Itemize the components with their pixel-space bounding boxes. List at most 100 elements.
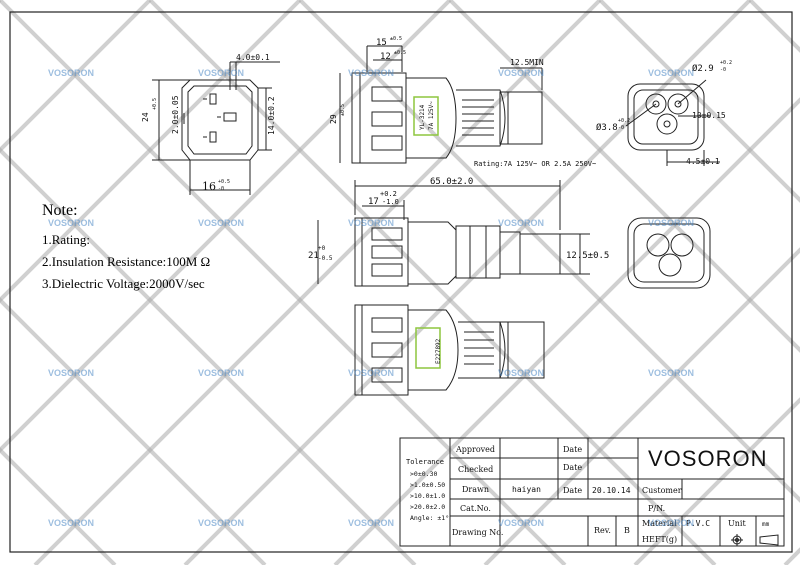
dim-21: 21 bbox=[308, 251, 319, 261]
lattice-line bbox=[483, 247, 800, 565]
watermark-text: VOSORON bbox=[48, 218, 94, 228]
title-block bbox=[399, 437, 785, 547]
watermark-text: VOSORON bbox=[198, 218, 244, 228]
lattice-line bbox=[0, 0, 452, 453]
watermark-text: VOSORON bbox=[348, 68, 394, 78]
dim-21-tol-up: +0 bbox=[318, 245, 326, 252]
tolerance-1: >0±0.30 bbox=[410, 470, 437, 478]
watermark-text: VOSORON bbox=[348, 368, 394, 378]
value-drawn-date: 20.10.14 bbox=[592, 486, 631, 495]
dim-12-5: 12.5±0.5 bbox=[566, 251, 609, 261]
dim-21-tol-dn: -0.5 bbox=[318, 255, 333, 262]
tolerance-3: >10.0±1.0 bbox=[410, 492, 445, 500]
body-mark-bottom: E227892 bbox=[435, 338, 442, 364]
dim-12: 12 bbox=[380, 52, 391, 62]
dim-17-tol-up: +0.2 bbox=[380, 190, 397, 198]
label-material: Material bbox=[642, 519, 677, 528]
dim-4-5: 4.5±0.1 bbox=[686, 157, 720, 166]
watermark-text: VOSORON bbox=[198, 68, 244, 78]
lattice-line bbox=[0, 0, 302, 303]
lattice-line bbox=[0, 0, 152, 153]
dim-width-16-tol-up: +0.5 bbox=[218, 179, 230, 185]
dim-phi-3-8: Ø3.8 bbox=[596, 122, 618, 133]
label-pn: P/N. bbox=[648, 504, 665, 513]
watermark-text: VOSORON bbox=[648, 368, 694, 378]
note-insulation: 2.Insulation Resistance:100M Ω bbox=[42, 254, 211, 269]
watermark-layer: VOSORON VOSORON VOSORON VOSORON VOSORON VOSOR… bbox=[48, 68, 694, 528]
tolerance-title: Tolerance bbox=[406, 458, 444, 466]
watermark-text: VOSORON bbox=[648, 518, 694, 528]
watermark-text: VOSORON bbox=[498, 368, 544, 378]
dim-inner-height: 14.0±0.2 bbox=[267, 96, 276, 135]
body-mark-box-top bbox=[413, 96, 439, 136]
label-unit: Unit bbox=[728, 519, 746, 528]
socket-front-view bbox=[625, 79, 720, 166]
dim-phi-2-9-tol-up: +0.2 bbox=[720, 60, 732, 66]
note-dielectric: 3.Dielectric Voltage:2000V/sec bbox=[42, 276, 205, 291]
lattice-line bbox=[298, 0, 800, 503]
body-mark-box-bottom bbox=[415, 327, 441, 369]
lattice-line bbox=[333, 97, 800, 565]
plug-side-view bbox=[339, 45, 543, 164]
dim-phi-2-9-tol-dn: -0 bbox=[720, 67, 726, 73]
dim-pin-width: 4.0±0.1 bbox=[236, 53, 270, 62]
dim-12-tol: ±0.5 bbox=[394, 50, 406, 56]
dim-height-24: 24 bbox=[141, 112, 150, 122]
label-date-2: Date bbox=[563, 463, 582, 472]
dim-width-16: 16 bbox=[202, 180, 216, 193]
dim-phi-3-8-tol-dn: -0 bbox=[618, 125, 624, 131]
plug-front-view bbox=[152, 61, 280, 195]
watermark-text: VOSORON bbox=[648, 68, 694, 78]
dim-12-5min: 12.5MIN bbox=[510, 58, 544, 67]
connector-side-view-bottom bbox=[354, 304, 545, 396]
dim-10: 10±0.15 bbox=[692, 111, 726, 120]
tolerance-5: Angle: ±1° bbox=[410, 514, 449, 522]
company-name: VOSORON bbox=[648, 446, 767, 471]
watermark-text: VOSORON bbox=[48, 518, 94, 528]
watermark-text: VOSORON bbox=[648, 218, 694, 228]
watermark-text: VOSORON bbox=[48, 68, 94, 78]
label-rev: Rev. bbox=[594, 526, 611, 535]
watermark-text: VOSORON bbox=[498, 518, 544, 528]
dim-17-tol-dn: -1.0 bbox=[382, 198, 399, 206]
dim-phi-2-9: Ø2.9 bbox=[692, 63, 714, 74]
value-drawn-by: haiyan bbox=[512, 485, 541, 494]
lattice-line bbox=[598, 0, 800, 203]
note-rating: 1.Rating: bbox=[42, 232, 91, 247]
label-heft: HEFT(g) bbox=[642, 535, 677, 544]
dim-pin-gap: 2.0±0.05 bbox=[171, 95, 180, 134]
dim-width-16-tol-dn: -0 bbox=[218, 186, 224, 192]
label-drawn: Drawn bbox=[462, 485, 489, 494]
watermark-text: VOSORON bbox=[498, 68, 544, 78]
dim-15-tol: ±0.5 bbox=[390, 36, 402, 42]
dim-29-tol: ±0.5 bbox=[340, 104, 346, 116]
tolerance-2: >1.0±0.50 bbox=[410, 481, 445, 489]
lattice-line bbox=[0, 147, 417, 565]
drawing-border bbox=[9, 11, 793, 553]
note-title: Note: bbox=[42, 202, 78, 219]
body-mark-top-1: YL-3214 bbox=[419, 104, 426, 130]
value-material: P.V.C bbox=[686, 519, 710, 528]
label-date-1: Date bbox=[563, 445, 582, 454]
label-cat-no: Cat.No. bbox=[460, 504, 491, 513]
connector-side-view-middle bbox=[317, 180, 590, 287]
label-date-3: Date bbox=[563, 486, 582, 495]
connector-end-view bbox=[627, 217, 711, 289]
value-rev: B bbox=[624, 526, 630, 535]
value-unit: mm bbox=[762, 521, 770, 528]
lattice-line bbox=[0, 447, 117, 565]
dim-17: 17 bbox=[368, 197, 379, 207]
tolerance-4: >20.0±2.0 bbox=[410, 503, 445, 511]
label-customer: Customer bbox=[642, 486, 682, 495]
dim-29: 29 bbox=[329, 114, 338, 124]
label-checked: Checked bbox=[458, 465, 493, 474]
rating-label: Rating:7A 125V~ OR 2.5A 250V~ bbox=[474, 160, 596, 168]
watermark-text: VOSORON bbox=[348, 518, 394, 528]
lattice-line bbox=[148, 0, 717, 565]
lattice-line bbox=[0, 297, 267, 565]
lattice-line bbox=[448, 0, 800, 353]
dim-height-24-tol: +0.5 bbox=[152, 98, 158, 110]
